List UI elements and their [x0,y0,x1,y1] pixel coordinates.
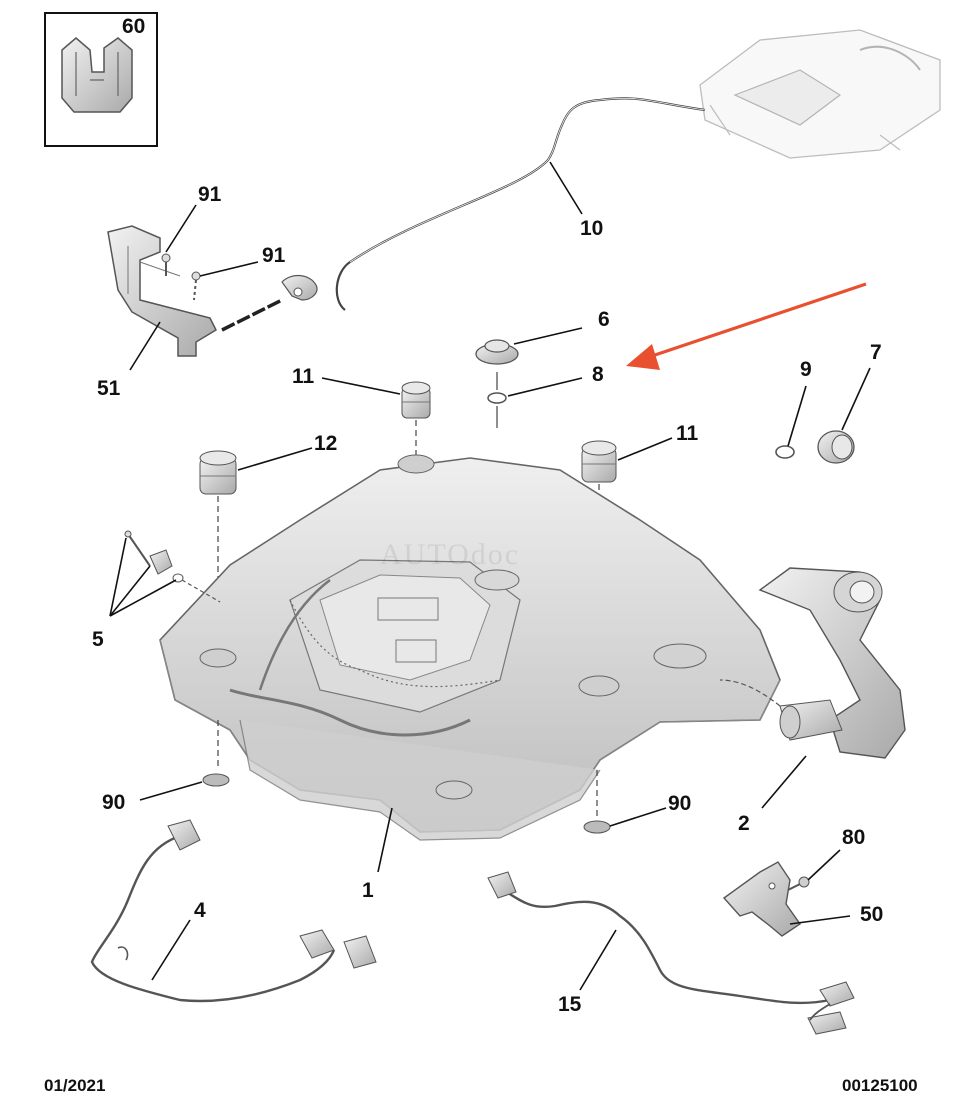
bolt-set-part-5 [124,530,221,603]
callout-8: 8 [592,363,604,386]
washer-90-left [202,773,230,787]
screw-91-b [191,271,201,301]
vent-pipe-10 [335,97,706,311]
callout-90-right: 90 [668,792,692,815]
seal-part-9 [775,445,795,459]
callout-1: 1 [362,879,374,902]
callout-2: 2 [738,812,750,835]
callout-5: 5 [92,628,104,651]
bracket-part-50 [722,861,801,937]
bracket-part-51 [107,225,217,357]
wiring-harness-part-4 [90,819,377,1003]
washer-90-right [583,820,611,834]
cap-part-6 [475,339,519,365]
cap-part-7 [817,430,855,464]
fuel-tank-part-1 [159,454,781,841]
callout-11-right: 11 [676,422,699,445]
watermark: AUTOdoc [380,538,521,571]
leader-lines [109,161,871,991]
footer-reference: 00125100 [842,1076,918,1095]
callout-11-top: 11 [292,365,315,388]
callout-15: 15 [558,993,582,1016]
footer-date: 01/2021 [44,1076,106,1095]
rubber-mount-12 [199,450,237,495]
callout-4: 4 [194,899,206,922]
callout-50: 50 [860,903,884,926]
bracket-part-60 [61,37,133,113]
callout-10: 10 [580,217,604,240]
callout-51: 51 [97,377,121,400]
oring-part-8 [487,392,507,404]
module-top-right [699,29,941,159]
rubber-mount-11-right [581,440,617,483]
callout-91-upper: 91 [198,183,222,206]
callout-60: 60 [122,15,146,38]
inset-box-60 [44,12,158,147]
rubber-mount-11-top [401,381,431,419]
wiring-harness-part-15 [487,871,855,1035]
connector-clip [281,275,318,301]
bolt-part-80 [787,876,810,891]
callout-9: 9 [800,358,812,381]
callout-80: 80 [842,826,866,849]
callout-12: 12 [314,432,338,455]
callout-90-left: 90 [102,791,126,814]
screw-91-a [161,253,171,276]
callout-91-lower: 91 [262,244,286,267]
callout-7: 7 [870,341,882,364]
red-pointer-arrow [626,282,867,370]
filler-neck-part-2 [719,567,906,759]
callout-6: 6 [598,308,610,331]
